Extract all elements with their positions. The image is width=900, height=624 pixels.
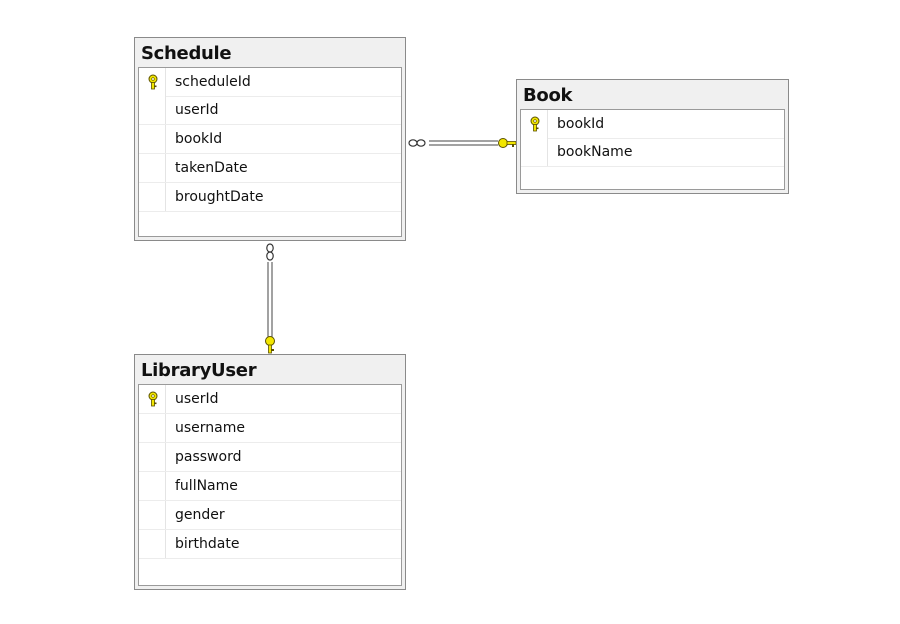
column-name: bookId: [557, 116, 605, 132]
column-name: scheduleId: [175, 74, 251, 90]
row-gutter: [139, 443, 166, 471]
row-gutter: [139, 125, 166, 153]
column-name: broughtDate: [175, 189, 264, 205]
row-gutter: [139, 530, 166, 558]
key-icon: [265, 336, 275, 354]
table-title: LibraryUser: [141, 360, 257, 381]
relationship-schedule-book: [408, 138, 517, 148]
key-icon: [148, 74, 158, 90]
column-row[interactable]: bookName: [521, 138, 784, 167]
column-row[interactable]: takenDate: [139, 154, 401, 183]
column-row[interactable]: birthdate: [139, 530, 401, 559]
column-name: birthdate: [175, 536, 240, 552]
column-list: bookId bookName: [520, 109, 785, 190]
column-name: userId: [175, 102, 219, 118]
table-title: Book: [523, 85, 573, 106]
key-icon: [498, 138, 517, 148]
infinity-icon: [266, 243, 274, 261]
column-row[interactable]: bookId: [139, 125, 401, 154]
column-row[interactable]: fullName: [139, 472, 401, 501]
column-row[interactable]: gender: [139, 501, 401, 530]
row-gutter: [139, 154, 166, 182]
row-gutter: [139, 385, 166, 413]
column-name: gender: [175, 507, 225, 523]
column-name: bookName: [557, 144, 633, 160]
table-book[interactable]: Book bookId bookName: [516, 79, 789, 194]
key-icon: [148, 391, 158, 407]
column-row[interactable]: broughtDate: [139, 183, 401, 212]
column-name: userId: [175, 391, 219, 407]
row-gutter: [139, 414, 166, 442]
column-row[interactable]: userId: [139, 385, 401, 414]
row-gutter: [139, 96, 166, 124]
column-name: bookId: [175, 131, 223, 147]
row-gutter: [521, 138, 548, 166]
column-name: takenDate: [175, 160, 248, 176]
column-row[interactable]: bookId: [521, 110, 784, 139]
column-row[interactable]: scheduleId: [139, 68, 401, 97]
column-name: password: [175, 449, 242, 465]
row-gutter: [521, 110, 548, 138]
column-name: username: [175, 420, 245, 436]
column-list: userId username password fullName gender…: [138, 384, 402, 586]
column-name: fullName: [175, 478, 238, 494]
column-list: scheduleId userId bookId takenDate broug…: [138, 67, 402, 237]
column-row[interactable]: userId: [139, 96, 401, 125]
row-gutter: [139, 68, 166, 96]
infinity-icon: [408, 139, 426, 147]
column-row[interactable]: password: [139, 443, 401, 472]
table-schedule[interactable]: Schedule scheduleId userId bookId takenD…: [134, 37, 406, 241]
relationship-schedule-libraryuser: [265, 243, 275, 354]
table-title: Schedule: [141, 43, 232, 64]
key-icon: [530, 116, 540, 132]
column-row[interactable]: username: [139, 414, 401, 443]
row-gutter: [139, 472, 166, 500]
table-libraryuser[interactable]: LibraryUser userId username password ful…: [134, 354, 406, 590]
row-gutter: [139, 183, 166, 211]
row-gutter: [139, 501, 166, 529]
